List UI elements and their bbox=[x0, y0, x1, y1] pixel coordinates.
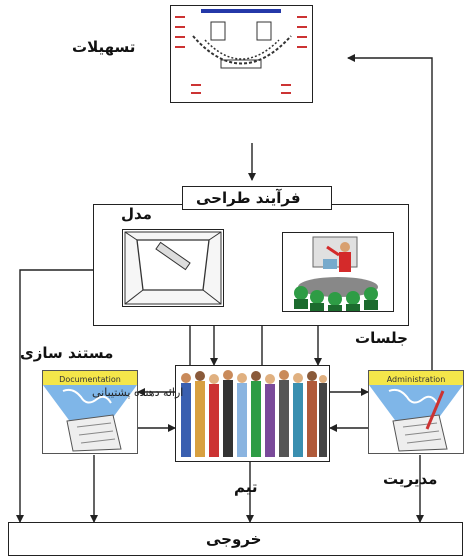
documentation-label: مستند سازی bbox=[20, 344, 114, 362]
arrow-management-to-facilities bbox=[347, 54, 433, 372]
facilities-label: تسهیلات bbox=[72, 38, 136, 56]
management-image: Administration bbox=[368, 370, 464, 454]
team-image bbox=[175, 365, 330, 462]
team-people-drawing bbox=[176, 366, 329, 461]
documentation-image: Documentation bbox=[42, 370, 138, 454]
team-label: تیم bbox=[234, 478, 258, 496]
administration-banner-text: Administration bbox=[387, 375, 446, 384]
design-process-title-box bbox=[182, 186, 332, 210]
documentation-banner-text: Documentation bbox=[59, 375, 121, 384]
model-label: مدل bbox=[121, 205, 152, 223]
sessions-meeting-image bbox=[282, 232, 394, 312]
facilities-floorplan-image bbox=[170, 5, 313, 103]
management-label: مدیریت bbox=[383, 470, 438, 488]
design-process-label: فرآیند طراحی bbox=[196, 189, 301, 207]
output-box bbox=[8, 522, 463, 556]
meeting-drawing bbox=[283, 233, 393, 311]
documentation-drawing: Documentation bbox=[43, 371, 137, 453]
monitor-drawing bbox=[124, 231, 222, 305]
output-label: خروجی bbox=[206, 530, 262, 548]
floorplan-drawing bbox=[175, 9, 307, 94]
arrow-model-to-output bbox=[16, 269, 122, 523]
sessions-label: جلسات bbox=[355, 329, 408, 347]
management-drawing: Administration bbox=[369, 371, 463, 453]
model-monitor-image bbox=[122, 229, 224, 307]
support-provider-label: ارائه دهنده پشتیبانی bbox=[92, 386, 184, 399]
